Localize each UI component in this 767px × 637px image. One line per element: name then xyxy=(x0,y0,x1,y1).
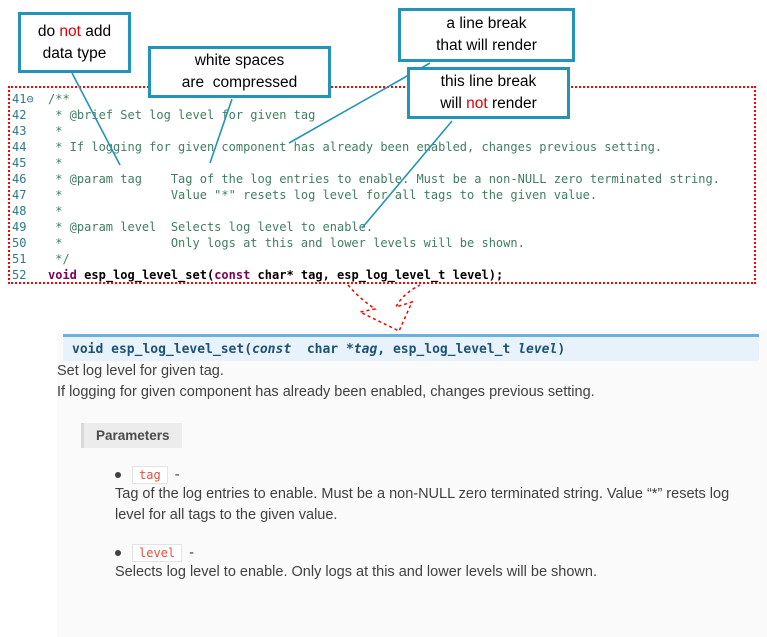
code-token: char* tag, esp_log_level_t level); xyxy=(250,268,504,282)
callout-text: a line break xyxy=(446,15,527,33)
bullet-icon xyxy=(115,472,121,479)
signature-token: level xyxy=(518,342,558,357)
line-number: 45 xyxy=(12,156,27,170)
code-lines: 41⊖/**42 * @brief Set log level for give… xyxy=(12,91,754,282)
callout-text: are compressed xyxy=(181,74,298,91)
comment-text: * @param tag Tag of the log entries to e… xyxy=(48,172,720,186)
comment-text: * xyxy=(48,124,63,138)
code-line: 52 void esp_log_level_set(const char* tag… xyxy=(12,267,754,282)
comment-text: * @param level Selects log level to enab… xyxy=(48,220,374,234)
line-number: 42 xyxy=(12,108,27,122)
param-head: level - xyxy=(115,544,767,563)
code-line: 48 * xyxy=(12,203,754,219)
code-line: 42 * @brief Set log level for given tag xyxy=(12,107,754,123)
line-number: 41⊖ xyxy=(12,92,34,106)
rendered-docs-panel: void esp_log_level_set(const char *tag, … xyxy=(57,330,767,637)
callout-text: that will render xyxy=(436,37,537,54)
line-number: 43 xyxy=(12,124,27,138)
code-token: esp_log_level_set xyxy=(84,268,207,282)
line-number: 51 xyxy=(12,252,27,266)
line-number: 48 xyxy=(12,204,27,218)
code-line: 47 * Value "*" resets log level for all … xyxy=(12,187,754,203)
code-line: 46 * @param tag Tag of the log entries t… xyxy=(12,171,754,187)
signature-token: char * xyxy=(291,342,354,357)
line-number: 52 xyxy=(12,268,27,282)
callout-no-datatype: do not add data type xyxy=(18,12,131,73)
code-editor-panel: 41⊖/**42 * @brief Set log level for give… xyxy=(8,86,756,284)
line-number: 49 xyxy=(12,220,27,234)
param-desc: Tag of the log entries to enable. Must b… xyxy=(115,486,730,524)
code-line: 41⊖ /** xyxy=(12,91,754,107)
callout-whitespace: white spaces are compressed xyxy=(148,46,331,98)
signature-token: ( xyxy=(244,342,253,357)
param-name: tag xyxy=(132,466,168,485)
signature-token: , xyxy=(377,342,393,357)
code-line: 51 */ xyxy=(12,251,754,267)
comment-text: /** xyxy=(48,92,70,106)
param-item-tag: tag - Tag of the log entries to enable. … xyxy=(115,466,767,526)
callout-text: white spaces xyxy=(194,52,285,70)
code-line: 49 * @param level Selects log level to e… xyxy=(12,219,754,235)
code-line: 45 * xyxy=(12,155,754,171)
doc-description: If logging for given component has alrea… xyxy=(57,384,595,401)
signature-token: ) xyxy=(557,342,566,357)
param-dash: - xyxy=(174,467,180,484)
callout-text: do not add xyxy=(37,22,112,40)
line-number: 46 xyxy=(12,172,27,186)
signature-token: esp_log_level_set xyxy=(111,342,245,357)
comment-text: * @brief Set log level for given tag xyxy=(48,108,316,122)
emphasis-not: not xyxy=(59,22,81,40)
param-name: level xyxy=(132,544,183,563)
signature-token: const xyxy=(252,342,292,357)
parameters-header: Parameters xyxy=(81,423,182,449)
emphasis-not: not xyxy=(466,95,488,112)
code-line: 44 * If logging for given component has … xyxy=(12,139,754,155)
comment-text: * If logging for given component has alr… xyxy=(48,140,663,154)
signature-token: esp_log_level_t xyxy=(392,342,519,357)
callout-text: this line break xyxy=(440,73,537,91)
comment-text: */ xyxy=(48,252,70,266)
code-token: ( xyxy=(206,268,215,282)
bullet-icon xyxy=(115,550,121,557)
signature-token: tag xyxy=(353,342,378,357)
comment-text: * xyxy=(48,156,63,170)
doc-brief: Set log level for given tag. xyxy=(57,363,224,379)
comment-text: * xyxy=(48,204,63,218)
callout-break-norender: this line break will not render xyxy=(407,67,570,119)
param-item-level: level - Selects log level to enable. Onl… xyxy=(115,544,767,583)
callout-text: will not render xyxy=(440,95,537,112)
param-head: tag - xyxy=(115,466,767,485)
line-number: 47 xyxy=(12,188,27,202)
param-desc: Selects log level to enable. Only logs a… xyxy=(115,564,597,581)
function-signature: void esp_log_level_set(const char *tag, … xyxy=(63,334,759,361)
code-line: 50 * Only logs at this and lower levels … xyxy=(12,235,754,251)
callout-text: data type xyxy=(42,44,107,62)
code-token: void xyxy=(48,268,77,282)
line-number: 50 xyxy=(12,236,27,250)
signature-token xyxy=(103,342,111,357)
code-line: 43 * xyxy=(12,123,754,139)
param-dash: - xyxy=(189,545,194,562)
callout-break-render: a line break that will render xyxy=(398,8,575,62)
line-number: 44 xyxy=(12,140,27,154)
code-token: const xyxy=(214,268,251,282)
comment-text: * Value "*" resets log level for all tag… xyxy=(48,188,598,202)
render-arrow xyxy=(347,284,421,333)
signature-token: void xyxy=(72,342,104,357)
comment-text: * Only logs at this and lower levels wil… xyxy=(48,236,525,250)
